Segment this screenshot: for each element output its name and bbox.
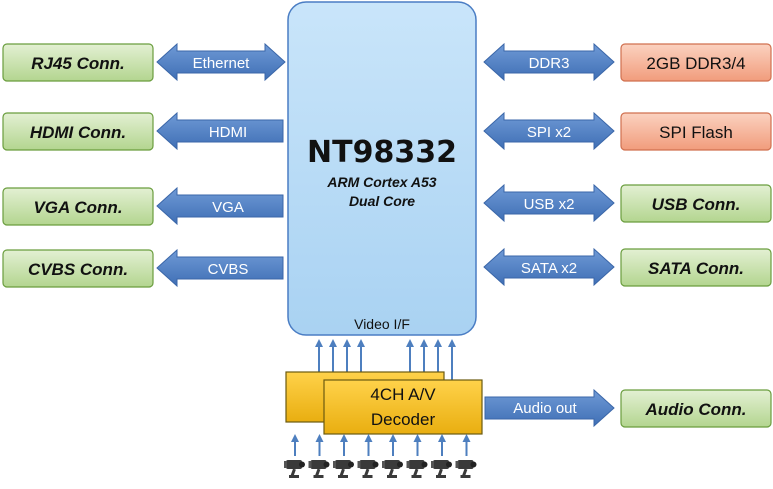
left-connector-hdmi: HDMI Conn. <box>2 112 154 151</box>
cvbs-arrow: CVBS <box>156 248 284 288</box>
camera-input-7 <box>431 434 452 478</box>
camera-input-6 <box>406 434 428 478</box>
right-connector-sata: SATA Conn. <box>620 248 772 287</box>
camera-input-4 <box>357 434 379 478</box>
ddr3-label: DDR3 <box>529 55 570 72</box>
video-arrow-1 <box>315 339 323 372</box>
camera-arrow-head <box>462 434 471 442</box>
left-connector-rj45: RJ45 Conn. <box>2 43 154 82</box>
left-connector-vga: VGA Conn. <box>2 187 154 226</box>
camera-icon <box>455 460 477 478</box>
camera-arrow-head <box>389 434 397 442</box>
camera-arrow-head <box>413 434 422 442</box>
camera-icon <box>284 460 305 478</box>
cvbs-label: CVBS <box>208 261 249 278</box>
video-arrow-3 <box>343 339 351 372</box>
camera-arrow-head <box>315 434 324 442</box>
ddr-memory-label: 2GB DDR3/4 <box>646 54 745 73</box>
camera-arrow-head <box>291 434 299 442</box>
video-arrow-8 <box>448 339 456 380</box>
hdmi-label: HDMI <box>209 124 247 141</box>
rj45-label: RJ45 Conn. <box>31 54 125 73</box>
right-memory-ddr: 2GB DDR3/4 <box>620 43 772 82</box>
decoder-box-front <box>323 379 483 435</box>
ethernet-arrow: Ethernet <box>156 42 286 82</box>
camera-arrow-head <box>438 434 446 442</box>
audio-out-label: Audio out <box>513 400 577 417</box>
cvbs-conn-label: CVBS Conn. <box>28 260 128 279</box>
vga-arrow: VGA <box>156 186 284 226</box>
camera-input-5 <box>382 434 403 478</box>
soc-cores: Dual Core <box>349 193 415 209</box>
spi-flash-label: SPI Flash <box>659 123 733 142</box>
decoder-line2: Decoder <box>371 410 436 429</box>
usb-conn-label: USB Conn. <box>652 195 741 214</box>
usb-label: USB x2 <box>524 196 575 213</box>
camera-input-2 <box>308 434 330 478</box>
audio-connector: Audio Conn. <box>620 389 772 428</box>
video-arrow-4 <box>357 339 365 372</box>
right-connector-usb: USB Conn. <box>620 184 772 223</box>
ethernet-label: Ethernet <box>193 55 251 72</box>
camera-input-8 <box>455 434 477 478</box>
soc-box <box>287 1 477 336</box>
camera-inputs <box>284 434 477 478</box>
soc-title: NT98332 <box>307 135 457 170</box>
vga-label: VGA <box>212 199 244 216</box>
sata-label: SATA x2 <box>521 260 577 277</box>
decoder-line1: 4CH A/V <box>370 385 436 404</box>
camera-icon <box>431 460 452 478</box>
camera-icon <box>382 460 403 478</box>
hdmi-conn-label: HDMI Conn. <box>30 123 126 142</box>
ddr3-arrow: DDR3 <box>483 42 615 82</box>
video-arrow-2 <box>329 339 337 372</box>
video-if-label: Video I/F <box>354 316 410 332</box>
audio-out-arrow: Audio out <box>484 388 615 428</box>
usb-arrow: USB x2 <box>483 183 615 223</box>
right-memory-spi-flash: SPI Flash <box>620 112 772 151</box>
camera-input-3 <box>333 434 354 478</box>
camera-arrow-head <box>340 434 348 442</box>
sata-arrow: SATA x2 <box>483 247 615 287</box>
camera-input-1 <box>284 434 305 478</box>
audio-conn-label: Audio Conn. <box>644 400 746 419</box>
left-connector-cvbs: CVBS Conn. <box>2 249 154 288</box>
soc-cpu: ARM Cortex A53 <box>326 174 436 190</box>
camera-arrow-head <box>364 434 373 442</box>
camera-icon <box>406 460 428 478</box>
spi-label: SPI x2 <box>527 124 571 141</box>
sata-conn-label: SATA Conn. <box>648 259 744 278</box>
vga-conn-label: VGA Conn. <box>33 198 122 217</box>
spi-arrow: SPI x2 <box>483 111 615 151</box>
camera-icon <box>357 460 379 478</box>
camera-icon <box>333 460 354 478</box>
camera-icon <box>308 460 330 478</box>
hdmi-arrow: HDMI <box>156 111 284 151</box>
